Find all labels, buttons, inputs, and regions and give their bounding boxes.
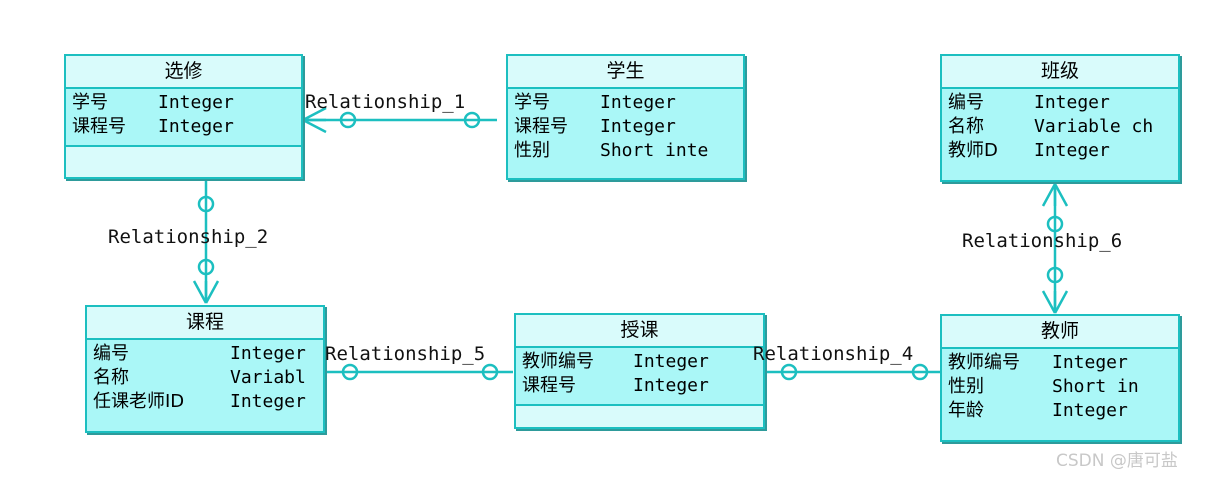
connector-relationship-6 — [1041, 183, 1069, 314]
attribute-type: Short inte — [600, 140, 709, 161]
relationship-label-1[interactable]: Relationship_1 — [305, 91, 466, 113]
attribute-name: 教师编号 — [522, 351, 594, 372]
attribute-name: 编号 — [948, 92, 984, 113]
entity-empty-band — [516, 404, 763, 427]
attribute-type: Integer — [1034, 92, 1110, 113]
attribute-name: 编号 — [93, 343, 129, 364]
attribute-row: 年龄 Integer — [948, 399, 1178, 423]
attribute-row: 编号 Integer — [93, 342, 323, 366]
entity-empty-band — [66, 145, 301, 177]
attribute-name: 学号 — [514, 92, 550, 113]
entity-attributes: 教师编号 Integer 性别 Short in 年龄 Integer — [942, 349, 1178, 440]
entity-attributes: 学号 Integer 课程号 Integer 性别 Short inte — [508, 89, 743, 178]
attribute-type: Variabl — [230, 367, 306, 388]
entity-attributes: 教师编号 Integer 课程号 Integer — [516, 348, 763, 404]
watermark: CSDN @唐可盐 — [1056, 451, 1178, 471]
entity-title: 学生 — [606, 60, 645, 82]
attribute-type: Integer — [158, 116, 234, 137]
attribute-row: 课程号 Integer — [514, 115, 743, 139]
attribute-row: 名称 Variable ch — [948, 115, 1178, 139]
attribute-name: 课程号 — [514, 116, 568, 137]
attribute-row: 学号 Integer — [72, 91, 301, 115]
attribute-row: 任课老师ID Integer — [93, 390, 323, 414]
entity-title-bar: 教师 — [942, 316, 1178, 349]
entity-attributes: 编号 Integer 名称 Variable ch 教师D Integer — [942, 89, 1178, 180]
entity-kecheng[interactable]: 课程 编号 Integer 名称 Variabl 任课老师ID Integer — [85, 305, 325, 433]
entity-title: 教师 — [1040, 320, 1079, 342]
entity-jiaoshi[interactable]: 教师 教师编号 Integer 性别 Short in 年龄 Integer — [940, 314, 1180, 442]
entity-title-bar: 选修 — [66, 56, 301, 89]
attribute-name: 教师D — [948, 140, 998, 161]
attribute-type: Integer — [600, 92, 676, 113]
attribute-row: 课程号 Integer — [522, 374, 763, 398]
attribute-name: 任课老师ID — [93, 391, 185, 412]
entity-title: 课程 — [185, 311, 224, 333]
attribute-row: 名称 Variabl — [93, 366, 323, 390]
attribute-row: 学号 Integer — [514, 91, 743, 115]
entity-title-bar: 授课 — [516, 315, 763, 348]
connector-relationship-1 — [302, 106, 497, 134]
attribute-type: Integer — [633, 351, 709, 372]
attribute-row: 编号 Integer — [948, 91, 1178, 115]
connector-relationship-5 — [326, 363, 513, 381]
attribute-type: Integer — [1052, 352, 1128, 373]
attribute-row: 课程号 Integer — [72, 115, 301, 139]
relationship-label-6[interactable]: Relationship_6 — [962, 230, 1123, 252]
entity-attributes: 学号 Integer 课程号 Integer — [66, 89, 301, 145]
entity-title-bar: 学生 — [508, 56, 743, 89]
attribute-type: Integer — [633, 375, 709, 396]
attribute-row: 教师编号 Integer — [948, 351, 1178, 375]
attribute-type: Integer — [230, 391, 306, 412]
attribute-name: 教师编号 — [948, 352, 1020, 373]
attribute-name: 课程号 — [522, 375, 576, 396]
attribute-type: Integer — [230, 343, 306, 364]
entity-attributes: 编号 Integer 名称 Variabl 任课老师ID Integer — [87, 340, 323, 431]
attribute-name: 性别 — [514, 140, 550, 161]
attribute-type: Integer — [1052, 400, 1128, 421]
attribute-name: 名称 — [93, 367, 129, 388]
entity-title: 班级 — [1040, 60, 1079, 82]
entity-title-bar: 课程 — [87, 307, 323, 340]
entity-banji[interactable]: 班级 编号 Integer 名称 Variable ch 教师D Integer — [940, 54, 1180, 182]
entity-title-bar: 班级 — [942, 56, 1178, 89]
relationship-label-2[interactable]: Relationship_2 — [108, 226, 269, 248]
attribute-row: 性别 Short in — [948, 375, 1178, 399]
attribute-name: 年龄 — [948, 400, 984, 421]
attribute-type: Integer — [158, 92, 234, 113]
attribute-row: 性别 Short inte — [514, 139, 743, 163]
attribute-name: 性别 — [948, 376, 984, 397]
connector-relationship-4 — [765, 363, 941, 381]
attribute-name: 名称 — [948, 116, 984, 137]
attribute-type: Integer — [1034, 140, 1110, 161]
relationship-label-5[interactable]: Relationship_5 — [325, 343, 486, 365]
attribute-type: Short in — [1052, 376, 1139, 397]
entity-title: 选修 — [164, 60, 203, 82]
relationship-label-4[interactable]: Relationship_4 — [753, 343, 914, 365]
attribute-type: Variable ch — [1034, 116, 1154, 137]
attribute-row: 教师编号 Integer — [522, 350, 763, 374]
attribute-name: 学号 — [72, 92, 108, 113]
entity-title: 授课 — [620, 319, 659, 341]
attribute-type: Integer — [600, 116, 676, 137]
connector-relationship-2 — [192, 179, 220, 304]
entity-xuanxiu[interactable]: 选修 学号 Integer 课程号 Integer — [64, 54, 303, 179]
attribute-name: 课程号 — [72, 116, 126, 137]
attribute-row: 教师D Integer — [948, 139, 1178, 163]
entity-xuesheng[interactable]: 学生 学号 Integer 课程号 Integer 性别 Short inte — [506, 54, 745, 180]
entity-shouke[interactable]: 授课 教师编号 Integer 课程号 Integer — [514, 313, 765, 429]
